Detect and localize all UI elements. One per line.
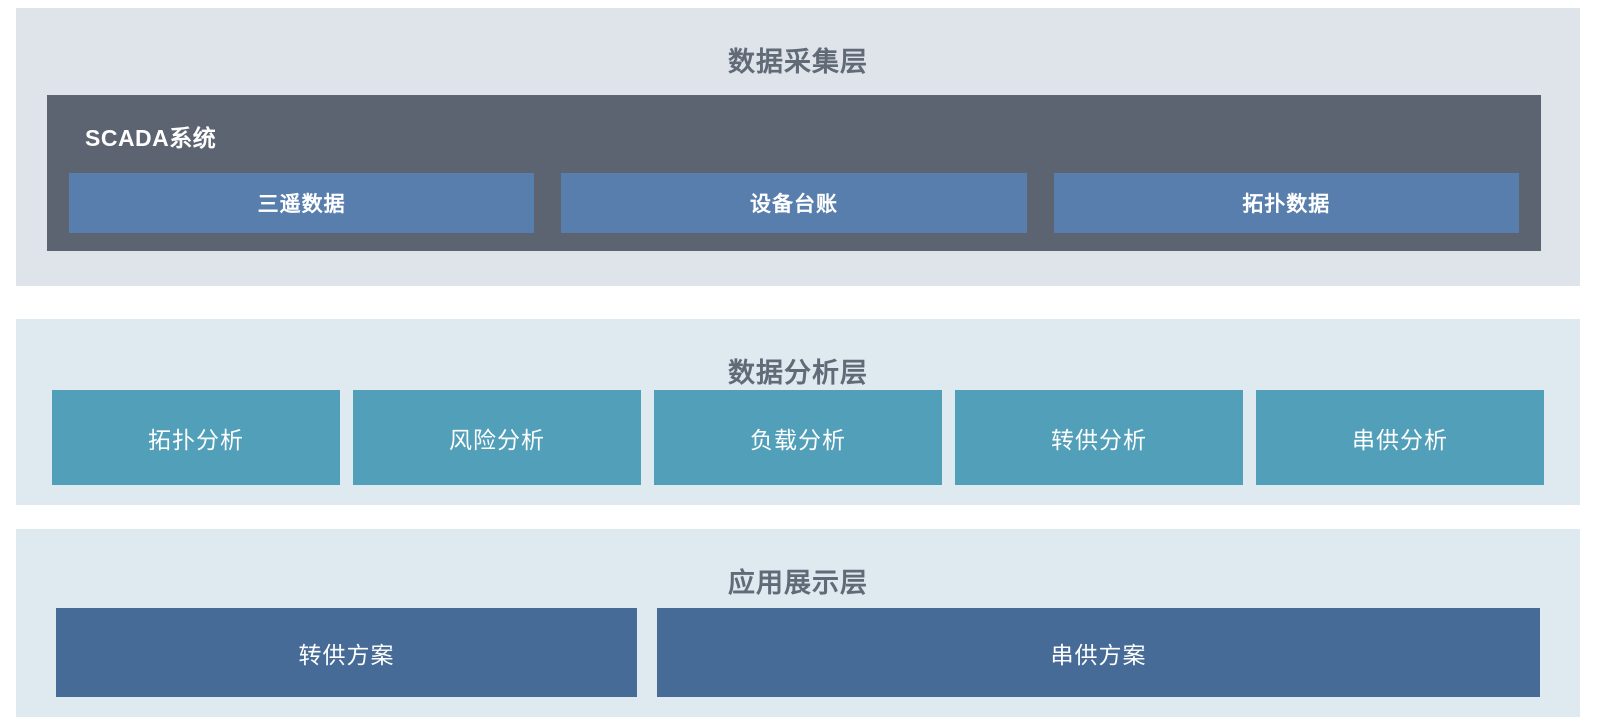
scada-system-group: SCADA系统 三遥数据 设备台账 拓扑数据 <box>47 95 1541 251</box>
analysis-box-topology[interactable]: 拓扑分析 <box>52 390 340 485</box>
analysis-box-risk[interactable]: 风险分析 <box>353 390 641 485</box>
layer-application-display: 应用展示层 转供方案 串供方案 <box>16 529 1580 717</box>
analysis-box-series-supply[interactable]: 串供分析 <box>1256 390 1544 485</box>
analysis-box-load[interactable]: 负载分析 <box>654 390 942 485</box>
layer-data-analysis: 数据分析层 拓扑分析 风险分析 负载分析 转供分析 串供分析 <box>16 319 1580 505</box>
layer-title-application-display: 应用展示层 <box>728 568 868 598</box>
scada-system-label: SCADA系统 <box>85 125 217 151</box>
analysis-items-row: 拓扑分析 风险分析 负载分析 转供分析 串供分析 <box>52 390 1544 485</box>
collection-box-equipment-ledger[interactable]: 设备台账 <box>561 173 1027 233</box>
collection-box-topology-data[interactable]: 拓扑数据 <box>1053 173 1519 233</box>
application-box-series-supply-plan[interactable]: 串供方案 <box>656 608 1540 697</box>
collection-items-row: 三遥数据 设备台账 拓扑数据 <box>69 173 1519 233</box>
layer-title-data-analysis: 数据分析层 <box>728 358 868 388</box>
application-items-row: 转供方案 串供方案 <box>56 608 1540 697</box>
collection-box-sanyao[interactable]: 三遥数据 <box>69 173 535 233</box>
layer-data-collection: 数据采集层 SCADA系统 三遥数据 设备台账 拓扑数据 <box>16 8 1580 286</box>
analysis-box-transfer-supply[interactable]: 转供分析 <box>955 390 1243 485</box>
layer-title-data-collection: 数据采集层 <box>728 47 868 77</box>
application-box-transfer-supply-plan[interactable]: 转供方案 <box>56 608 637 697</box>
